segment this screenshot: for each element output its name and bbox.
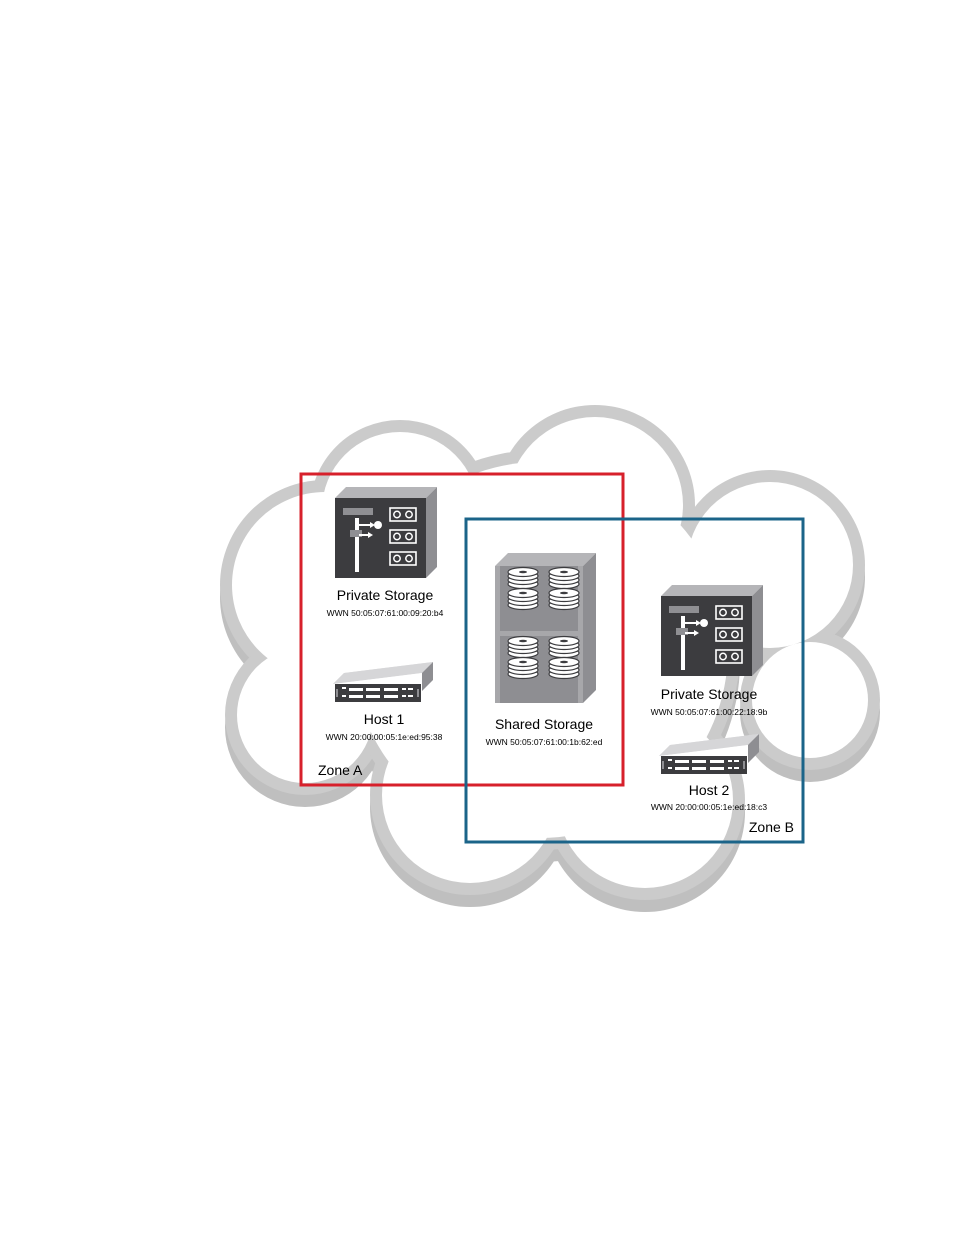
shared-storage-wwn: WWN 50:05:07:61:00:1b:62:ed xyxy=(486,737,603,747)
shared-storage-name: Shared Storage xyxy=(495,716,593,732)
private-storage-a-wwn: WWN 50:05:07:61:00:09:20:b4 xyxy=(327,608,444,618)
host-1-wwn: WWN 20:00:00:05:1e:ed:95:38 xyxy=(326,732,443,742)
private-storage-b-name: Private Storage xyxy=(661,686,758,702)
host-2-name: Host 2 xyxy=(689,782,730,798)
private-storage-b[interactable]: Private Storage WWN 50:05:07:61:00:22:18… xyxy=(651,585,768,717)
private-storage-a-name: Private Storage xyxy=(337,587,434,603)
host-1-name: Host 1 xyxy=(364,711,405,727)
storage-array-icon xyxy=(335,487,437,578)
host-2-wwn: WWN 20:00:00:05:1e:ed:18:c3 xyxy=(651,802,768,812)
zone-b-label: Zone B xyxy=(749,819,794,835)
private-storage-b-wwn: WWN 50:05:07:61:00:22:18:9b xyxy=(651,707,768,717)
disk-shelf-icon xyxy=(495,553,596,703)
shared-storage[interactable]: Shared Storage WWN 50:05:07:61:00:1b:62:… xyxy=(486,553,603,747)
storage-array-icon xyxy=(661,585,763,676)
private-storage-a[interactable]: Private Storage WWN 50:05:07:61:00:09:20… xyxy=(327,487,444,618)
zone-a-label: Zone A xyxy=(318,762,363,778)
